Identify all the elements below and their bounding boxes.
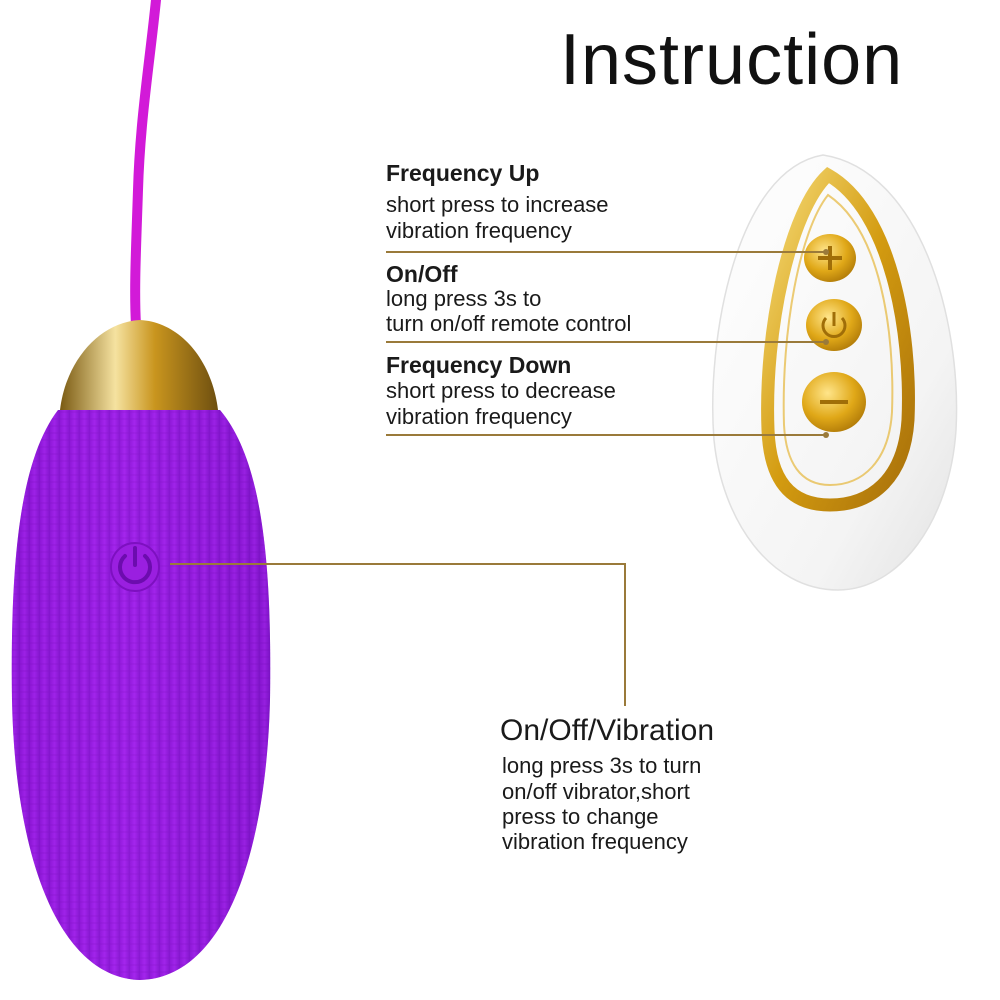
- on-off-heading: On/Off: [386, 261, 458, 287]
- frequency-down-line1: short press to decrease: [386, 378, 616, 403]
- on-off-leader-line: [386, 341, 826, 343]
- device-leader-line: [170, 563, 626, 565]
- device-line1: long press 3s to turn: [502, 753, 702, 778]
- remote-plus-button[interactable]: [804, 234, 856, 282]
- frequency-down-line2: vibration frequency: [386, 404, 572, 429]
- frequency-down-leader-dot: [823, 432, 829, 438]
- device-line3: press to change: [502, 804, 659, 829]
- page-title: Instruction: [560, 20, 904, 100]
- on-off-line2: turn on/off remote control: [386, 311, 632, 336]
- device-line4: vibration frequency: [502, 829, 688, 854]
- device-heading: On/Off/Vibration: [500, 714, 715, 747]
- device-cord: [130, 0, 161, 330]
- device-leader-vertical: [624, 563, 626, 706]
- on-off-line1: long press 3s to: [386, 286, 542, 311]
- remote-gold-ring: [761, 167, 915, 512]
- frequency-up-line2: vibration frequency: [386, 218, 572, 243]
- remote-minus-button[interactable]: [802, 372, 866, 432]
- on-off-leader-dot: [823, 339, 829, 345]
- frequency-down-heading: Frequency Down: [386, 352, 572, 378]
- frequency-up-line1: short press to increase: [386, 192, 609, 217]
- frequency-up-heading: Frequency Up: [386, 160, 540, 186]
- device-gold-cap: [60, 320, 218, 410]
- remote-power-button[interactable]: [806, 299, 862, 351]
- frequency-up-leader-dot: [823, 249, 829, 255]
- device-power-icon[interactable]: [110, 542, 160, 592]
- frequency-down-leader-line: [386, 434, 826, 436]
- frequency-up-leader-line: [386, 251, 826, 253]
- device-line2: on/off vibrator,short: [502, 779, 690, 804]
